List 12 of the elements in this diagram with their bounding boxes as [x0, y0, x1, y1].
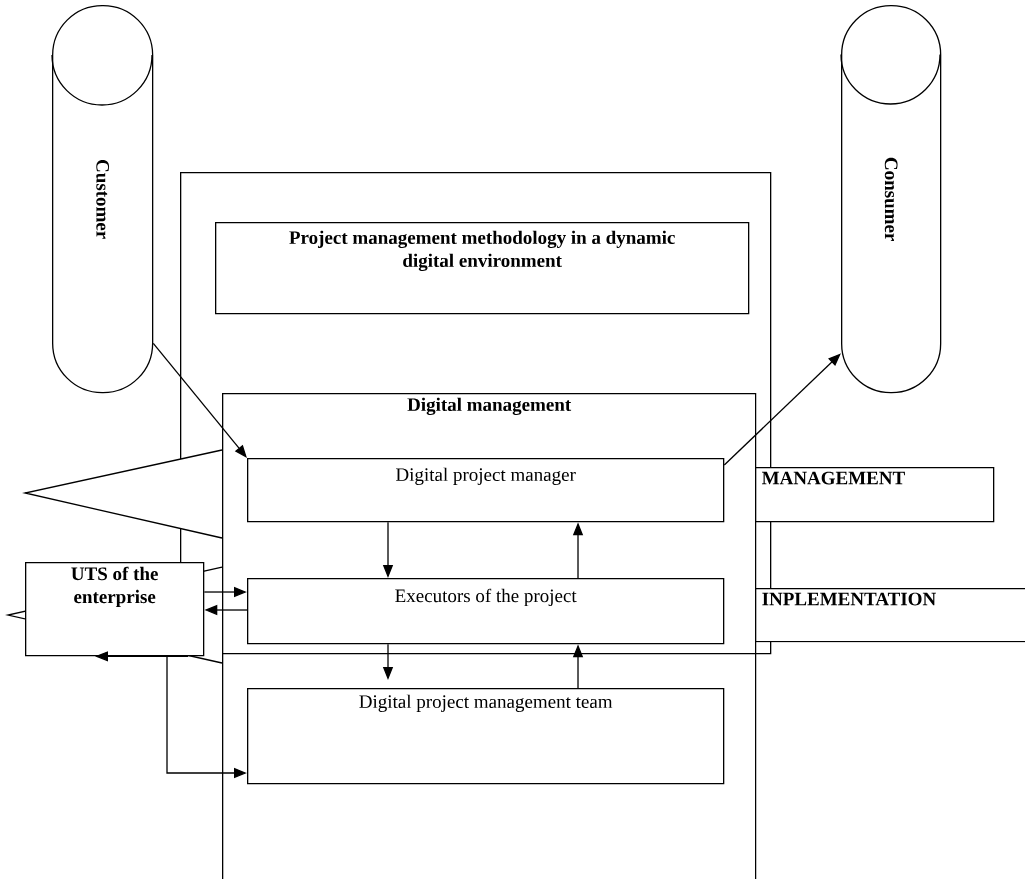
process-box: UTS of the enterprise	[25, 562, 205, 657]
level-box: MANAGEMENT	[755, 467, 995, 523]
title-box: Project management methodology in a dynamic digital environment	[215, 222, 750, 315]
process-box: Digital project management team	[247, 688, 725, 785]
arrow	[723, 353, 841, 466]
cylinder: Consumer	[840, 5, 942, 394]
triangle-shape	[22, 449, 223, 539]
cylinder: Customer	[51, 5, 154, 394]
process-box: Digital project manager	[247, 458, 725, 523]
process-box: Executors of the project	[247, 578, 725, 645]
level-box: INPLEMENTATION	[755, 588, 1025, 643]
arrow	[152, 342, 247, 458]
